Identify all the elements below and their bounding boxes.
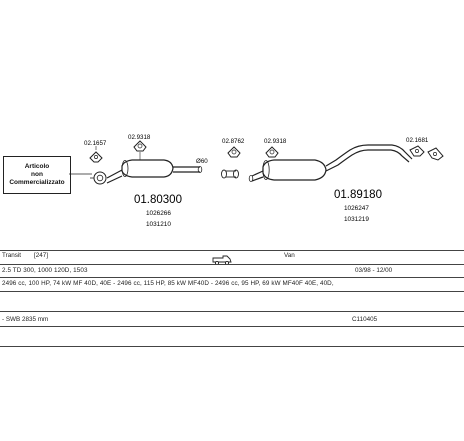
spec-line: 2496 cc, 100 HP, 74 kW MF 40D, 40E - 249… [2,280,334,287]
not-sold-note-box: Articolo non Commercializzato [3,156,71,194]
hanger-bracket-mid-2 [265,146,279,158]
wheelbase: - SWB 2835 mm [2,316,49,323]
hanger-bracket-left-1 [89,146,103,163]
note-line-2: non [31,171,43,178]
van-icon [212,255,232,265]
front-silencer [106,159,203,184]
vehicle-model: Transit [2,252,22,259]
body-type: Van [284,252,295,259]
table-rule-6 [0,326,464,327]
pipe-clamp-middle [221,169,239,179]
pipe-diameter-label: Ø60 [196,158,208,165]
assembly-right-number: 01.89180 [334,189,382,201]
code-bracket-mid-1: 02.8762 [222,138,245,145]
code-bracket-left-1: 02.1657 [84,140,107,147]
assembly-right-ref-2: 1031219 [344,216,369,223]
hanger-bracket-left-2 [133,140,147,160]
hanger-bracket-rear [409,145,444,161]
table-rule-4 [0,291,464,292]
date-range: 03/98 - 12/00 [355,267,393,274]
front-flange-gasket [90,171,107,185]
assembly-left-ref-1: 1026266 [146,210,171,217]
note-line-1: Articolo [24,163,50,170]
catalog-code: C110405 [352,316,378,323]
note-line-3: Commercializzato [9,179,65,186]
assembly-right-ref-1: 1026247 [344,205,369,212]
table-rule-3 [0,277,464,278]
vehicle-model-suffix: [247] [34,252,49,259]
table-rule-bottom [0,346,464,347]
code-bracket-mid-2: 02.9318 [264,138,287,145]
assembly-left-ref-2: 1031210 [146,221,171,228]
hanger-bracket-mid-1 [227,146,241,158]
assembly-left-number: 01.80300 [134,194,182,206]
table-rule-top [0,250,464,251]
code-bracket-left-2: 02.9318 [128,134,151,141]
exhaust-diagram: 02.1657 02.9318 Ø60 01.80300 1026266 103… [69,134,444,228]
table-rule-5 [0,311,464,312]
engine-line: 2.5 TD 300, 1000 120D, 1503 [2,267,88,274]
table-rule-2 [0,264,464,265]
rear-silencer [248,144,413,182]
code-bracket-rear: 02.1681 [406,137,429,144]
